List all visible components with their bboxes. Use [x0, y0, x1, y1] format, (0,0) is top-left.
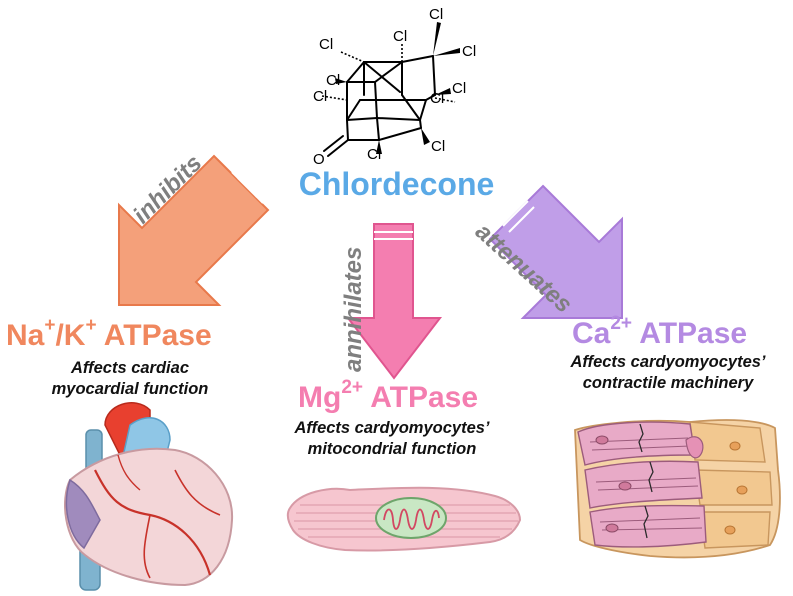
enzyme-ca-atpase: Ca2+ ATPase	[572, 313, 748, 351]
atom-label: O	[313, 151, 325, 168]
effect-cardiac: Affects cardiac myocardial function	[25, 358, 235, 400]
atom-label: Cl	[429, 6, 443, 23]
atom-label: Cl	[326, 72, 340, 89]
effect-contractile: Affects cardyomyocytes’ contractile mach…	[548, 352, 788, 394]
enzyme-ion-charge: 2+	[610, 313, 633, 334]
enzyme-suffix: ATPase	[632, 317, 748, 350]
cardiac-muscle-tissue-illustration	[574, 419, 781, 559]
enzyme-ion: Na	[6, 319, 45, 352]
enzyme-suffix: ATPase	[96, 319, 212, 352]
cardiomyocyte-mitochondrion-illustration	[286, 486, 522, 552]
effect-line: myocardial function	[51, 380, 209, 398]
heart-illustration	[64, 402, 234, 591]
enzyme-ion: Mg	[298, 381, 342, 414]
effect-mitochondrial: Affects cardyomyocytes’ mitocondrial fun…	[272, 418, 512, 460]
chlordecone-title: Chlordecone	[298, 166, 495, 202]
effect-line: contractile machinery	[582, 374, 754, 392]
enzyme-ion2: /K	[55, 319, 86, 352]
enzyme-suffix: ATPase	[363, 381, 479, 414]
enzyme-mg-atpase: Mg2+ ATPase	[298, 377, 479, 415]
enzyme-ion2-charge: +	[85, 315, 97, 336]
atom-label: Cl	[393, 28, 407, 45]
atom-label: Cl	[452, 80, 466, 97]
atom-label: Cl	[431, 138, 445, 155]
arrow-center	[345, 223, 443, 380]
effect-line: mitocondrial function	[307, 440, 477, 458]
atom-label: Cl	[319, 36, 333, 53]
chlordecone-wedge-bonds	[335, 22, 460, 154]
effect-line: Affects cardiac	[70, 359, 189, 377]
enzyme-na-k-atpase: Na+/K+ ATPase	[6, 315, 212, 353]
atom-label: Cl	[367, 146, 381, 163]
enzyme-ion-charge: 2+	[341, 377, 363, 398]
effect-line: Affects cardyomyocytes’	[294, 419, 490, 437]
arrow-right	[488, 184, 623, 319]
verb-annihilates: annihilates	[340, 246, 367, 372]
chlordecone-atom-labels: Cl Cl Cl Cl Cl Cl Cl Cl Cl Cl O	[313, 6, 476, 168]
effect-line: Affects cardyomyocytes’	[570, 353, 766, 371]
atom-label: Cl	[430, 90, 444, 107]
atom-label: Cl	[462, 43, 476, 60]
atom-label: Cl	[313, 88, 327, 105]
enzyme-ion-charge: +	[44, 315, 56, 336]
chlordecone-stereo-bonds	[321, 44, 456, 103]
arrow-left	[118, 154, 270, 306]
enzyme-ion: Ca	[572, 317, 611, 350]
chlordecone-structure	[323, 55, 436, 157]
